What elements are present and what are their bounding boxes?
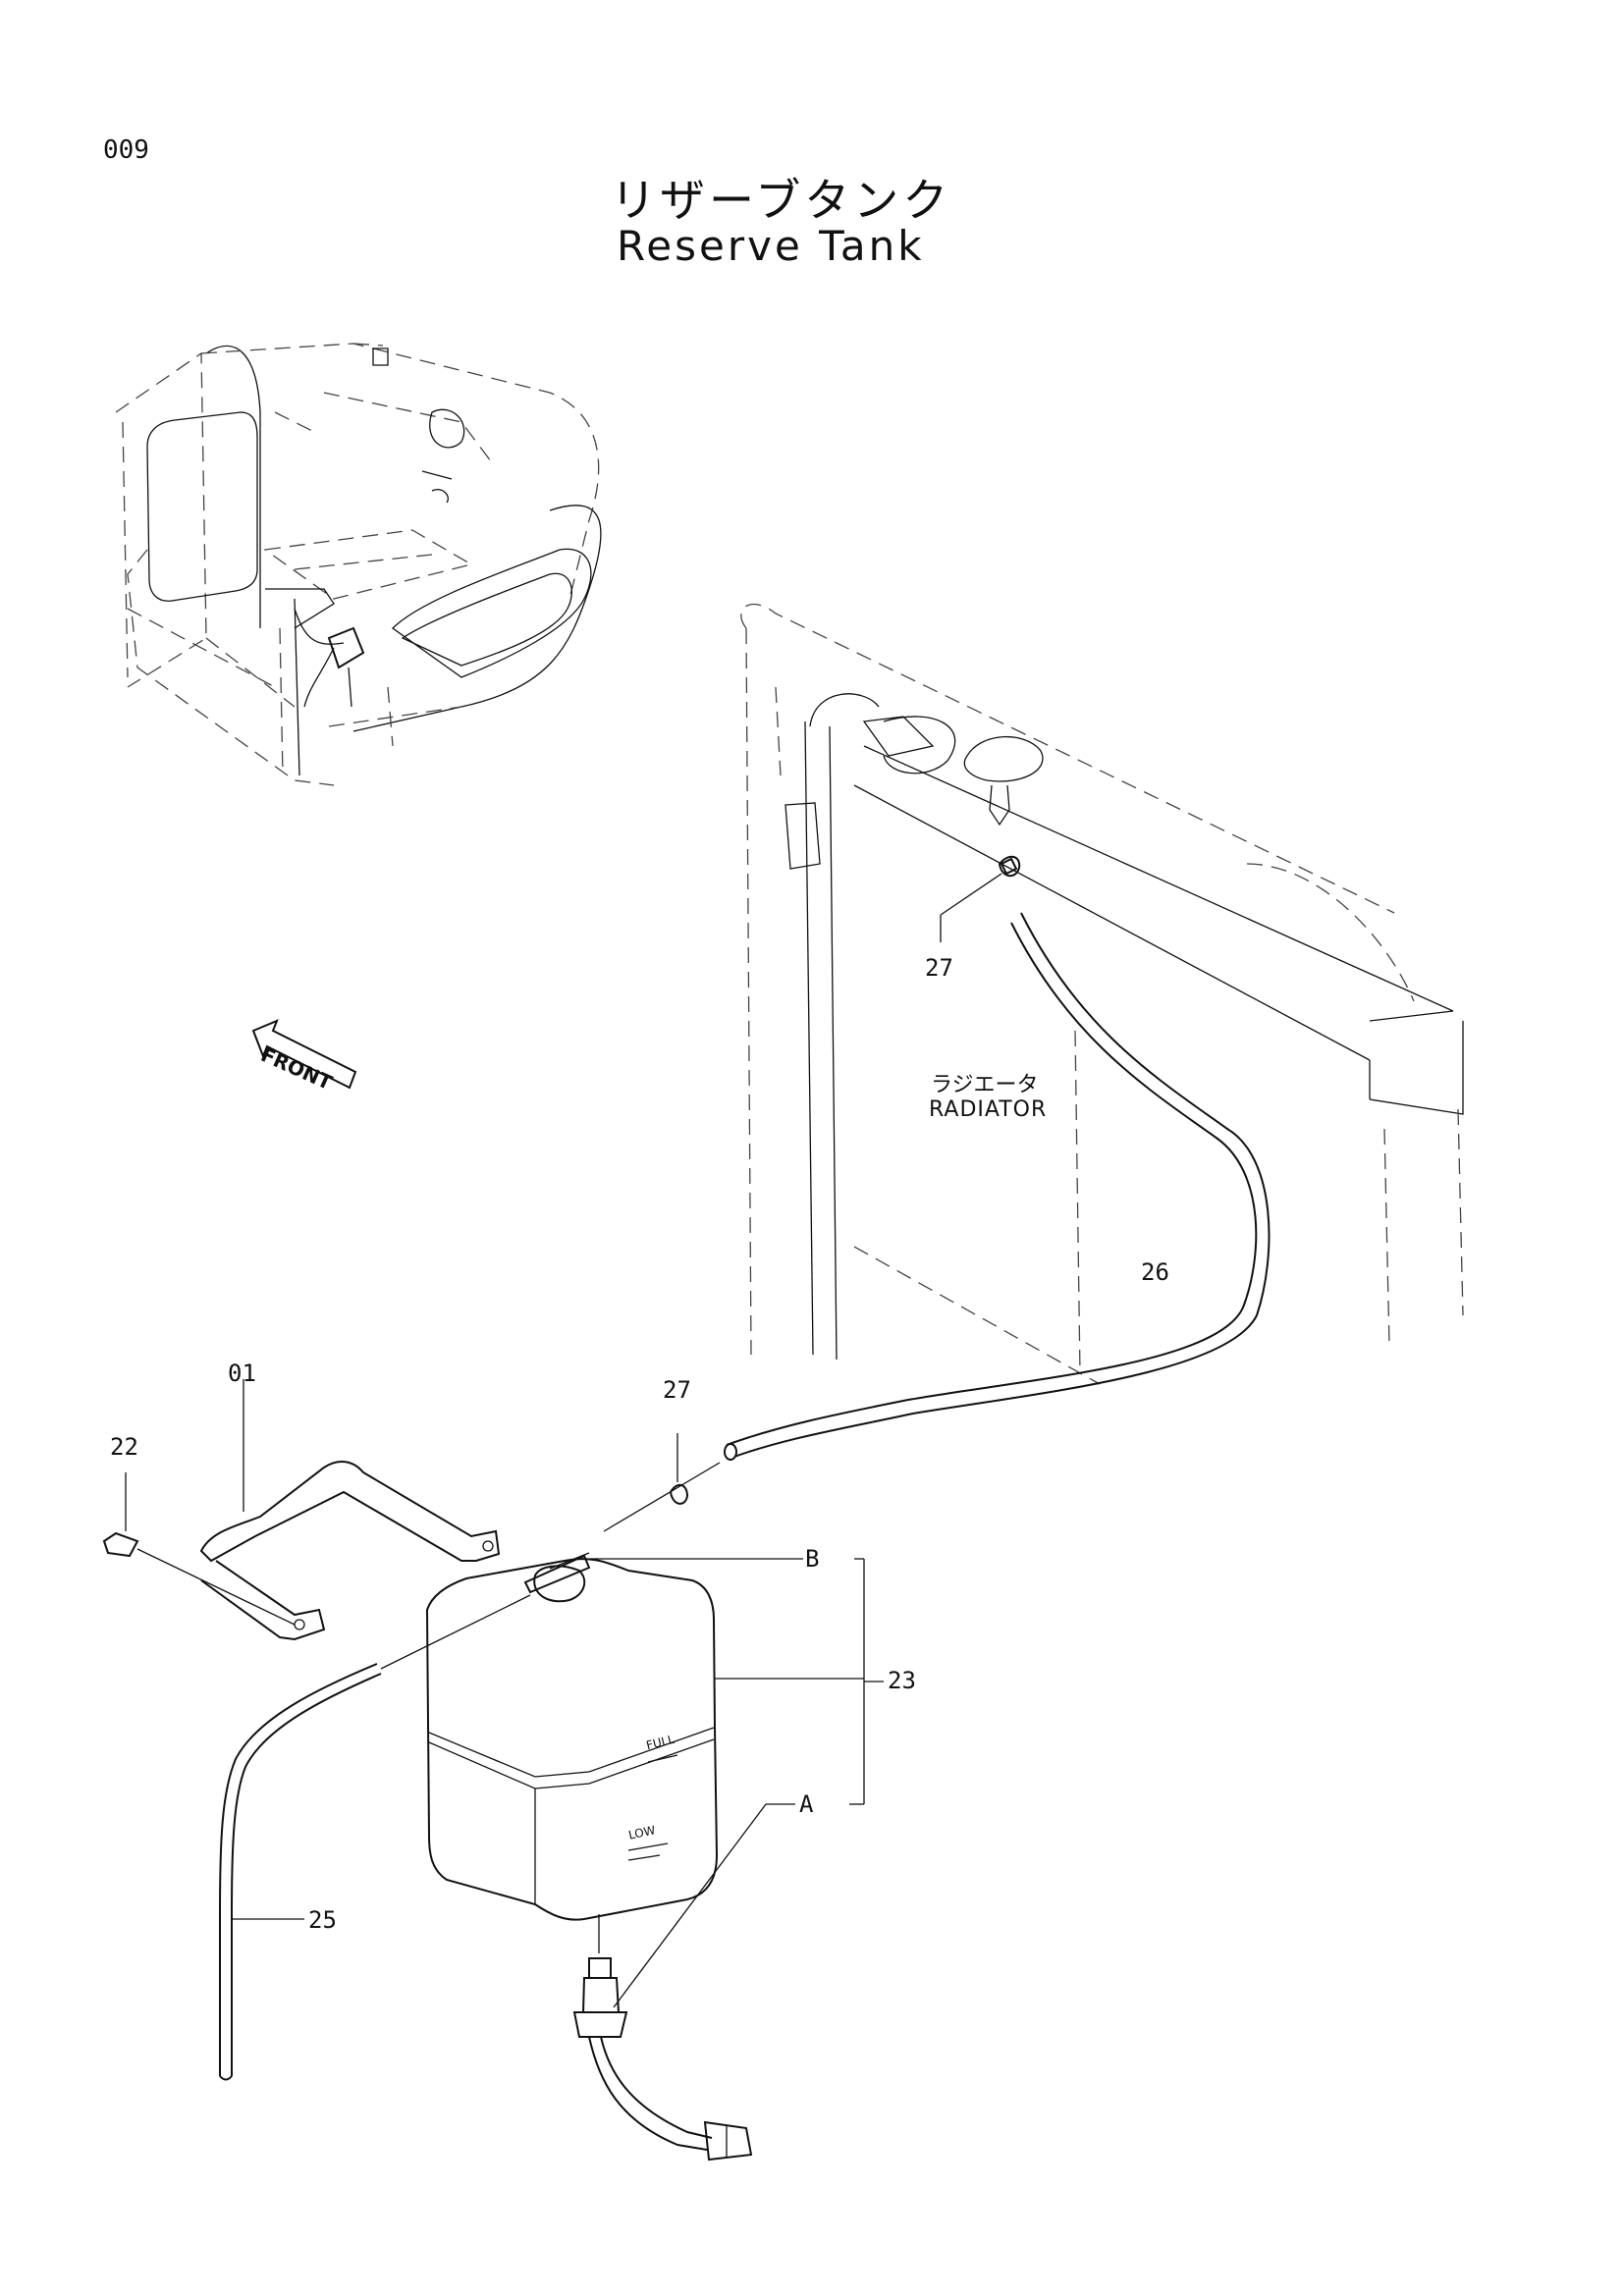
- part-number-23: 23: [888, 1667, 916, 1694]
- callout-a: A: [799, 1790, 814, 1818]
- upper-clamp: [940, 855, 1021, 942]
- page-title-en: Reserve Tank: [617, 222, 925, 270]
- reserve-tank-drawing: [425, 1552, 884, 1953]
- part-number-27-upper: 27: [925, 954, 953, 982]
- part-number-26: 26: [1141, 1258, 1169, 1286]
- tank-markings: [627, 1754, 678, 1861]
- radiator-label-jp: ラジエータ: [931, 1073, 1039, 1097]
- callout-b: B: [805, 1545, 820, 1573]
- leader-line: [603, 1462, 721, 1532]
- radiator-hose: [724, 912, 1271, 1461]
- part-number-25: 25: [308, 1906, 337, 1934]
- machine-overview: [115, 343, 602, 786]
- page-number: 009: [103, 135, 149, 165]
- bolt: [102, 1472, 296, 1626]
- overflow-hose: [219, 1594, 531, 2081]
- level-sensor: [572, 1803, 795, 2162]
- part-number-22: 22: [110, 1433, 138, 1461]
- lower-clamp: [669, 1433, 689, 1505]
- part-number-27-lower: 27: [663, 1376, 691, 1404]
- bracket: [199, 1379, 501, 1641]
- radiator-frame: [740, 603, 1464, 1385]
- page-title-jp: リザーブタンク: [611, 174, 952, 227]
- radiator-label-en: RADIATOR: [929, 1097, 1048, 1122]
- part-number-01: 01: [228, 1360, 256, 1387]
- front-arrow-icon: [251, 1019, 357, 1090]
